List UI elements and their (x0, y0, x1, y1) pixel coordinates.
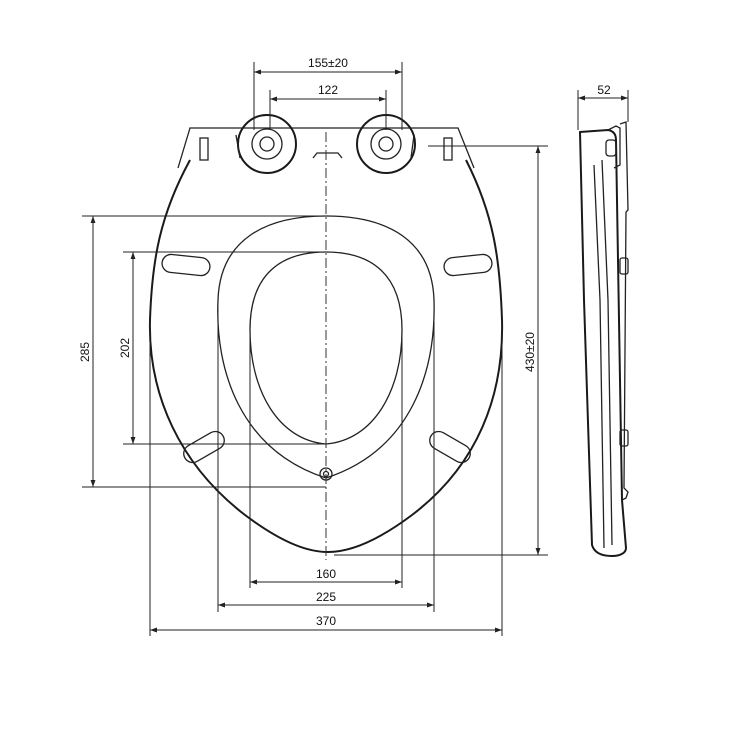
side-lid-inner-line (601, 159, 613, 546)
dim-total-length: 430±20 (334, 145, 548, 556)
hinge-bar (177, 127, 475, 169)
label-total-length: 430±20 (523, 332, 537, 372)
bumper-top-right (443, 253, 493, 277)
label-inner-width: 160 (316, 567, 336, 581)
side-lid-outer (578, 128, 628, 558)
dim-inner-width: 160 (249, 330, 403, 588)
dim-hinge-inner: 122 (269, 83, 387, 130)
side-hinge-block (607, 125, 621, 169)
side-hinge-cap (605, 139, 617, 157)
bumper-bottom-left (183, 430, 225, 464)
label-total-width: 370 (316, 614, 336, 628)
label-hinge-inner: 122 (318, 83, 338, 97)
dim-outer-height: 285 (78, 215, 326, 488)
hinge-left (235, 114, 297, 174)
dim-hinge-outer: 155±20 (253, 56, 403, 130)
dim-seat-width: 225 (217, 300, 435, 612)
front-view (148, 114, 504, 560)
label-inner-height: 202 (118, 338, 132, 358)
bumper-bottom-right (429, 430, 471, 464)
dim-side-thickness: 52 (577, 83, 629, 130)
label-seat-width: 225 (316, 590, 336, 604)
side-seat-line (593, 164, 605, 549)
side-view (578, 121, 629, 558)
hinge-bar-center-notch (312, 152, 343, 159)
hinge-tab-right (443, 137, 453, 161)
label-hinge-outer: 155±20 (308, 56, 348, 70)
dim-inner-height: 202 (118, 251, 326, 445)
bumper-top-left (161, 253, 211, 277)
label-outer-height: 285 (78, 342, 92, 362)
label-side-thickness: 52 (597, 83, 611, 97)
hinge-tab-left (199, 137, 209, 161)
side-bumper-bottom (619, 429, 629, 447)
side-bumper-top (619, 257, 629, 275)
dim-total-width: 370 (149, 320, 503, 636)
side-rear-panel (619, 121, 629, 501)
